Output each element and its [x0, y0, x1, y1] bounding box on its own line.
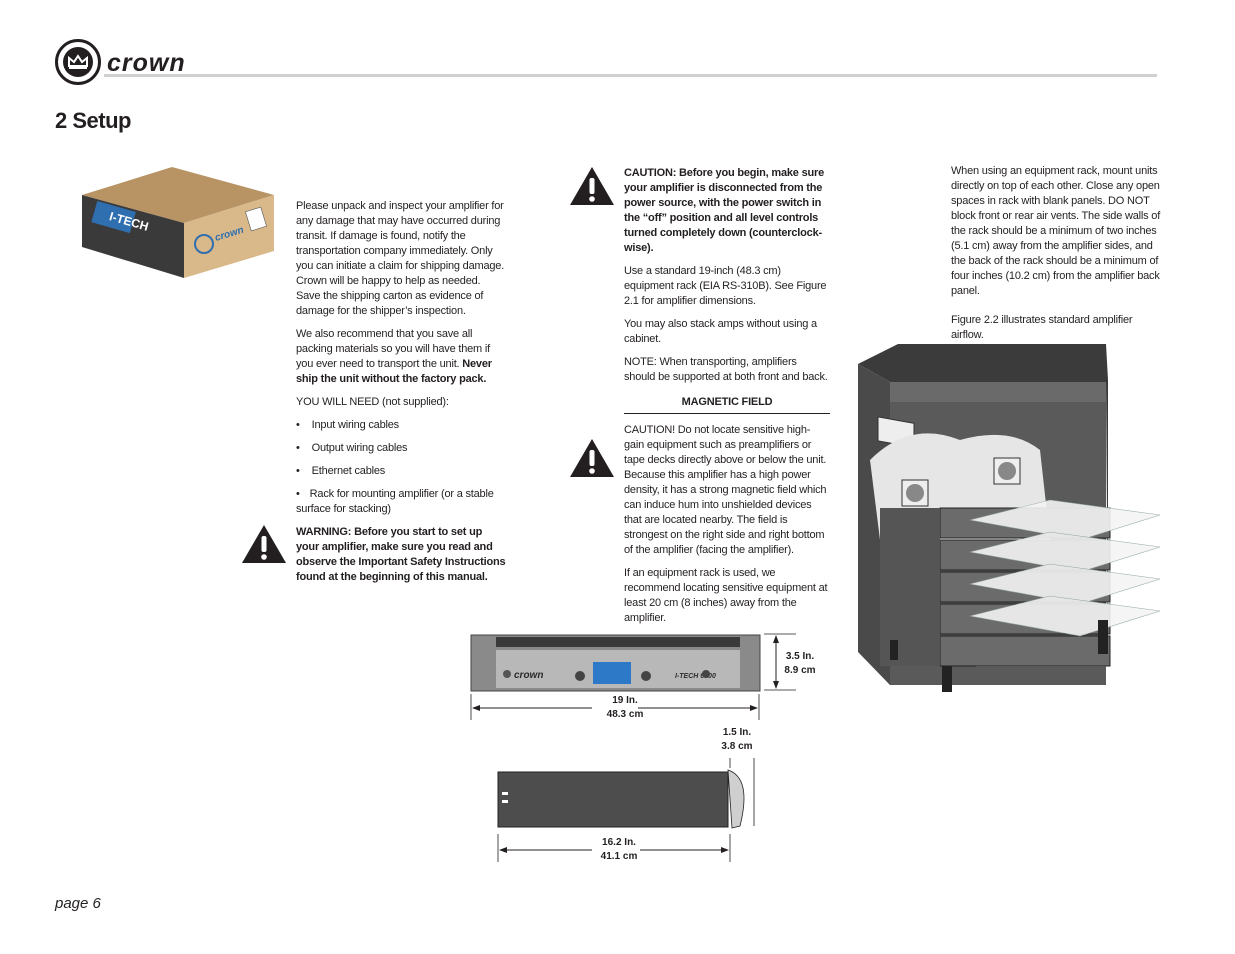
rack-airflow-illustration [858, 344, 1160, 692]
crown-emblem-icon [68, 54, 88, 69]
list-item: • Ethernet cables [296, 464, 506, 479]
magnetic-caution-triangle-icon [570, 439, 614, 477]
header-rule [104, 74, 1157, 77]
magnetic-field-heading: MAGNETIC FIELD [624, 395, 830, 414]
caution-paragraph: CAUTION: Before you begin, make sure you… [624, 167, 825, 254]
bullet-mark: • [296, 442, 300, 454]
list-item-text: Ethernet cables [311, 465, 386, 477]
depth-in: 16.2 In. [602, 837, 636, 848]
never-ship-text: Never ship the unit without the factory … [296, 358, 492, 385]
list-item-text: Rack for mounting amplifier (or a stable… [296, 488, 494, 515]
front-dimension-lines [470, 633, 796, 720]
list-item: •Rack for mounting amplifier (or a stabl… [296, 487, 506, 517]
list-item: • Input wiring cables [296, 418, 506, 433]
bullet-mark: • [296, 465, 300, 477]
brand-wordmark: crown [107, 49, 186, 77]
height-in: 3.5 In. [785, 651, 815, 662]
list-item-text: Input wiring cables [311, 419, 400, 431]
list-item-text: Output wiring cables [311, 442, 408, 454]
rack-mounting-paragraph: When using an equipment rack, mount unit… [951, 165, 1161, 297]
airflow-paragraph: Figure 2.2 illustrates standard amplifie… [951, 314, 1133, 341]
column-2: CAUTION: Before you begin, make sure you… [624, 166, 830, 634]
amp-brand-text: crown [514, 670, 543, 681]
amplifier-side-view-image [497, 758, 755, 862]
width-in: 19 In. [612, 695, 638, 706]
section-title: 2 Setup [55, 108, 131, 133]
depth-dimension-label: 16.2 In. 41.1 cm [590, 836, 648, 864]
transport-note: NOTE: When transporting, amplifiers shou… [624, 356, 828, 383]
shipping-box-image: I-TECH crown [82, 167, 274, 278]
distance-paragraph: If an equipment rack is used, we recomme… [624, 567, 828, 624]
column-3: When using an equipment rack, mount unit… [951, 164, 1161, 351]
stack-paragraph: You may also stack amps without using a … [624, 318, 817, 345]
amplifier-front-panel-image: crown I-TECH 6000 [470, 634, 761, 692]
warning-paragraph: WARNING: Before you start to set up your… [296, 526, 506, 583]
caution-triangle-icon [570, 167, 614, 205]
amp-model-text: I-TECH 6000 [675, 673, 716, 680]
handle-dimension-label: 1.5 In. 3.8 cm [712, 726, 762, 754]
unpack-paragraph: Please unpack and inspect your amplifier… [296, 200, 505, 317]
list-item: • Output wiring cables [296, 441, 506, 456]
column-1: Please unpack and inspect your amplifier… [296, 199, 506, 593]
packing-paragraph: We also recommend that you save all pack… [296, 327, 506, 387]
height-dimension-label: 3.5 In. 8.9 cm [776, 650, 824, 678]
height-cm: 8.9 cm [784, 665, 816, 676]
magnetic-caution-paragraph: CAUTION! Do not locate sensitive high-ga… [624, 424, 827, 556]
width-dimension-label: 19 In. 48.3 cm [596, 694, 654, 722]
page-number: page 6 [55, 895, 101, 912]
bullet-mark: • [296, 419, 300, 431]
width-cm: 48.3 cm [606, 709, 644, 720]
bullet-mark: • [296, 488, 300, 500]
packing-text: We also recommend that you save all pack… [296, 328, 490, 370]
rack-paragraph: Use a standard 19-inch (48.3 cm) equipme… [624, 265, 827, 307]
warning-triangle-icon [242, 525, 286, 563]
handle-in: 1.5 In. [722, 727, 752, 738]
depth-cm: 41.1 cm [600, 851, 638, 862]
crown-logo-icon [55, 39, 101, 85]
you-will-need-heading: YOU WILL NEED (not supplied): [296, 396, 449, 408]
handle-cm: 3.8 cm [721, 741, 753, 752]
